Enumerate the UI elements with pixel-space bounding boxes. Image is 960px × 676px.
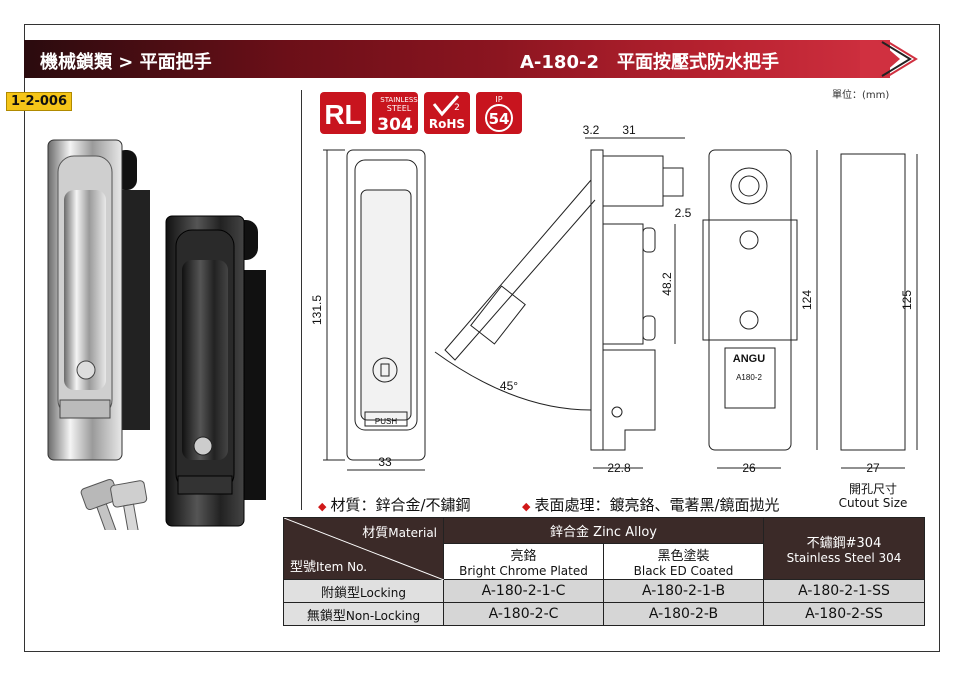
stainless-steel-badge: STAINLESS STEEL 304 bbox=[372, 92, 418, 135]
title-banner bbox=[24, 40, 890, 78]
dim-angle: 45° bbox=[500, 379, 518, 393]
category-breadcrumb: 機械鎖類 > 平面把手 bbox=[40, 52, 212, 73]
dim-cutout-height: 125 bbox=[900, 290, 914, 310]
svg-text:RL: RL bbox=[324, 99, 361, 130]
push-plate bbox=[364, 411, 408, 427]
svg-text:2: 2 bbox=[454, 103, 460, 113]
dim-side-48-2: 48.2 bbox=[660, 272, 674, 296]
table-row: 無鎖型Non-Locking A-180-2-C A-180-2-B A-180… bbox=[283, 602, 925, 626]
rl-badge: RL bbox=[320, 92, 366, 134]
dim-side-width: 22.8 bbox=[607, 461, 631, 475]
cutout-label: 開孔尺寸 Cutout Size bbox=[838, 482, 908, 510]
finish-feature: ◆表面處理：鍍亮鉻、電著黑/鏡面拋光 bbox=[522, 496, 780, 514]
technical-drawing: 131.5 33 PUSH 3.2 31 2.5 48.2 45° 22.8 A… bbox=[310, 123, 918, 475]
dim-back-height: 124 bbox=[800, 290, 814, 310]
product-title: A-180-2 平面按壓式防水把手 bbox=[520, 52, 779, 73]
stainless-header: 不鏽鋼#304 Stainless Steel 304 bbox=[763, 517, 925, 580]
dim-side-a: 3.2 bbox=[583, 123, 600, 137]
dim-front-height: 131.5 bbox=[310, 295, 324, 325]
brand-mark: ANGU bbox=[733, 353, 765, 365]
dim-back-width: 26 bbox=[742, 461, 756, 475]
svg-text:54: 54 bbox=[489, 110, 510, 128]
svg-text:304: 304 bbox=[377, 115, 413, 135]
svg-text:STEEL: STEEL bbox=[387, 104, 412, 113]
product-photo bbox=[47, 139, 266, 530]
unit-label: 單位：(mm) bbox=[832, 90, 890, 101]
banner-arrow-icon bbox=[860, 40, 918, 78]
zinc-header: 鋅合金 Zinc Alloy bbox=[443, 517, 764, 544]
dim-cutout-width: 27 bbox=[866, 461, 880, 475]
push-label: PUSH bbox=[375, 417, 397, 426]
divider-line bbox=[301, 90, 302, 510]
spec-table: 材質Material 型號Item No. 鋅合金 Zinc Alloy 不鏽鋼… bbox=[283, 517, 925, 626]
ip-rating-badge: IP 54 bbox=[476, 92, 522, 134]
dim-side-2-5: 2.5 bbox=[675, 206, 692, 220]
model-mark: A180-2 bbox=[736, 373, 762, 382]
rohs-badge: 2 RoHS bbox=[424, 92, 470, 134]
dim-front-width: 33 bbox=[378, 455, 392, 469]
svg-text:IP: IP bbox=[495, 95, 502, 104]
dim-side-b: 31 bbox=[622, 123, 636, 137]
svg-text:STAINLESS: STAINLESS bbox=[380, 96, 418, 104]
table-row: 附鎖型Locking A-180-2-1-C A-180-2-1-B A-180… bbox=[283, 579, 925, 603]
svg-text:RoHS: RoHS bbox=[429, 117, 465, 131]
page-frame bbox=[24, 24, 940, 652]
catalog-code: 1-2-006 bbox=[6, 92, 73, 111]
corner-header: 材質Material 型號Item No. bbox=[283, 517, 444, 580]
material-feature: ◆材質：鋅合金/不鏽鋼 bbox=[318, 496, 471, 514]
